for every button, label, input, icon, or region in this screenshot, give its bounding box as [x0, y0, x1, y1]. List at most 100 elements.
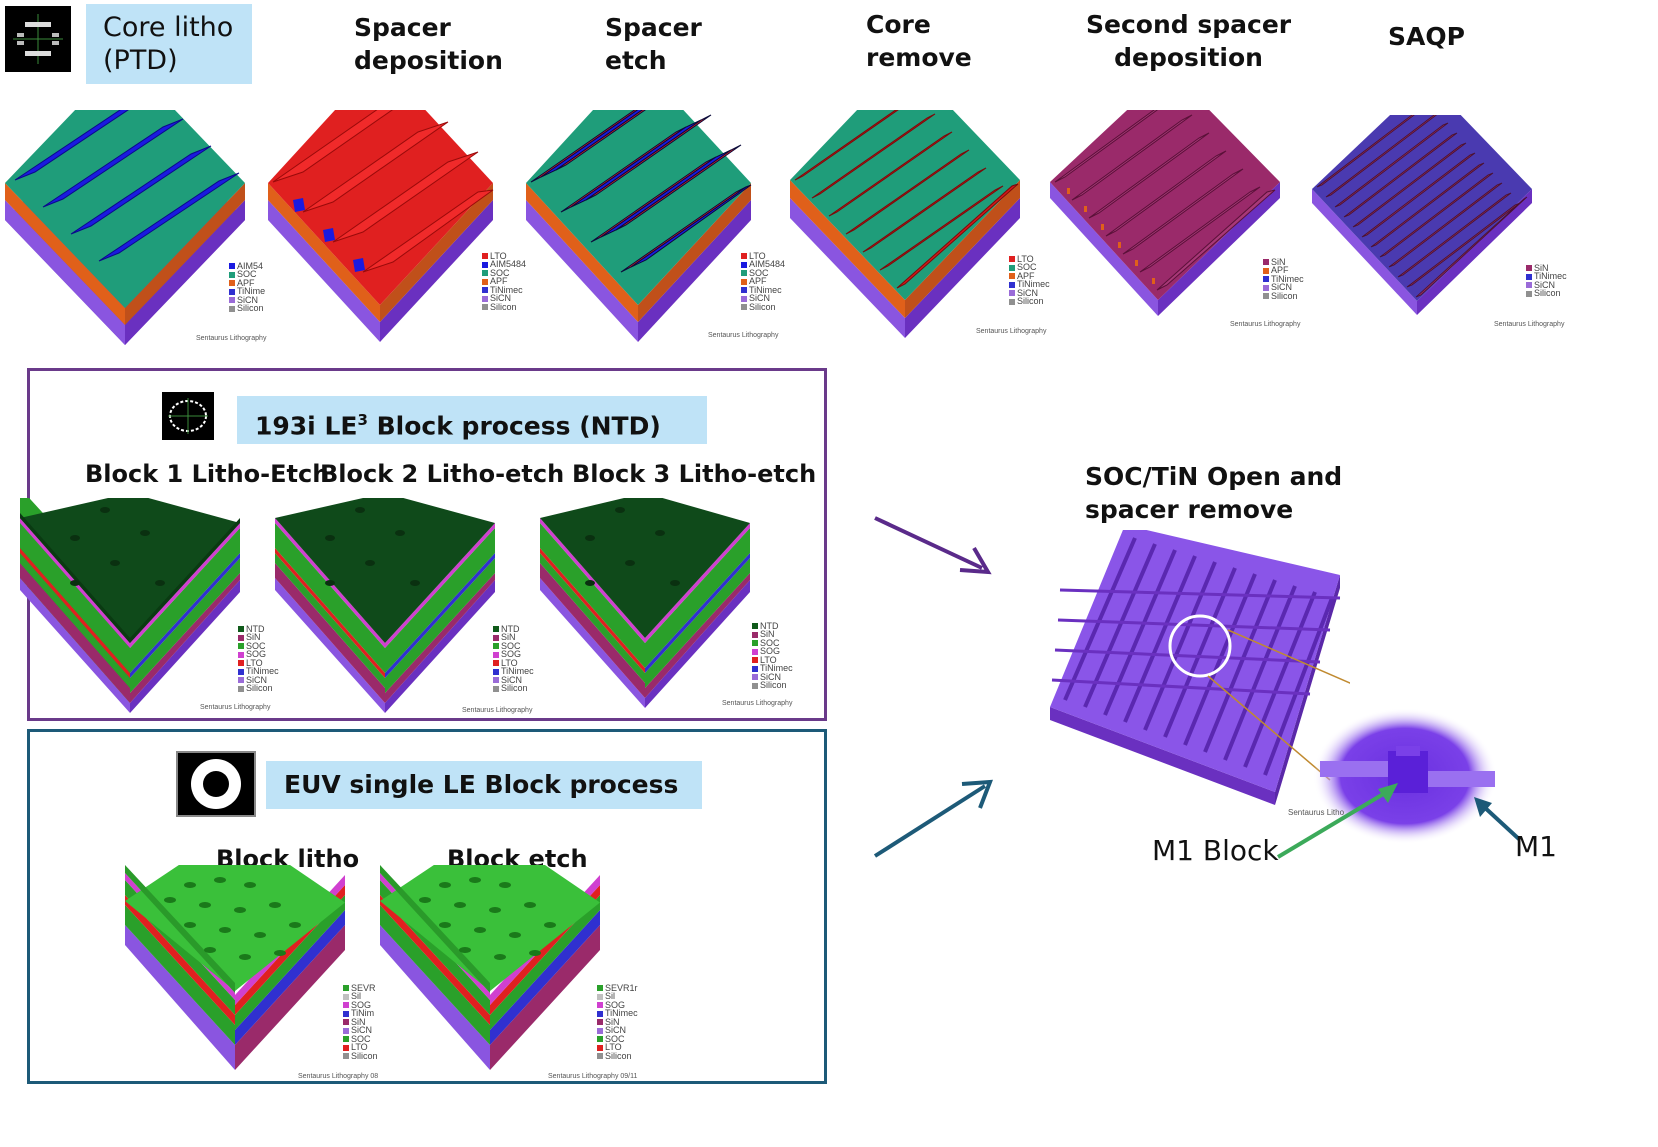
- legend-label: TiNimec: [1271, 273, 1304, 284]
- legend-label: SiN: [605, 1016, 620, 1027]
- legend-second-spacer: SiN APF TiNimec SiCN Silicon: [1263, 256, 1304, 301]
- legend-label: SiCN: [605, 1025, 627, 1036]
- legend-label: SiCN: [760, 671, 782, 682]
- legend-label: Silicon: [1534, 288, 1561, 299]
- swatch: [238, 685, 244, 692]
- legend-label: SOG: [501, 649, 522, 660]
- legend-label: TiNimec: [760, 663, 793, 674]
- legend-spacer-deposition: LTO AIM5484 SOC APF TiNimec SiCN Silicon: [482, 250, 527, 312]
- legend-label: LTO: [490, 250, 507, 261]
- arrow-m1: [1474, 797, 1522, 842]
- ptd-mask-icon: [5, 6, 71, 72]
- swatch: [1263, 259, 1269, 266]
- watermark: Sentaurus Litho: [1288, 808, 1345, 817]
- watermark: Sentaurus Lithography: [1230, 321, 1301, 328]
- legend-label: Silicon: [246, 683, 273, 694]
- step-title-core-litho: Core litho (PTD): [103, 12, 234, 76]
- swatch: [482, 253, 488, 260]
- legend-le3-block2: NTD SiN SOC SOG LTO TiNimec SiCN Silicon: [493, 623, 534, 694]
- swatch: [597, 985, 603, 992]
- swatch: [597, 1053, 603, 1060]
- step-title-core-litho-box: [86, 4, 252, 84]
- legend-label: SiCN: [246, 674, 268, 685]
- legend-label: SiCN: [749, 293, 771, 304]
- euv-mask-image: [191, 759, 241, 809]
- legend-label: SiN: [1271, 256, 1286, 267]
- le3-header-tail: Block process (NTD): [367, 411, 661, 441]
- arrow-m1-block: [1276, 783, 1398, 859]
- legend-label: SOC: [501, 640, 521, 651]
- swatch: [482, 295, 488, 302]
- legend-label: APF: [237, 277, 255, 288]
- swatch: [343, 1019, 349, 1026]
- swatch: [1263, 284, 1269, 291]
- swatch: [1009, 256, 1015, 263]
- swatch: [493, 685, 499, 692]
- euv-etch-image: [380, 865, 600, 1070]
- legend-label: SiCN: [237, 294, 259, 305]
- legend-label: AIM5484: [490, 259, 527, 270]
- step-title-second-spacer: Second spacer deposition: [1086, 10, 1292, 72]
- legend-label: NTD: [246, 623, 265, 634]
- swatch: [597, 1019, 603, 1026]
- le3-step-2-label: Block 2 Litho-etch: [320, 460, 565, 488]
- legend-label: SiCN: [501, 674, 523, 685]
- legend-label: TiNimec: [605, 1008, 638, 1019]
- swatch: [238, 677, 244, 684]
- label-m1: M1: [1515, 830, 1557, 863]
- swatch: [752, 631, 758, 638]
- swatch: [1526, 290, 1532, 297]
- legend-label: APF: [1017, 270, 1035, 281]
- legend-label: SOC: [760, 637, 780, 648]
- watermark: Sentaurus Lithography: [722, 700, 793, 707]
- swatch: [1009, 298, 1015, 305]
- swatch: [493, 643, 499, 650]
- swatch: [238, 643, 244, 650]
- le3-step-3-label: Block 3 Litho-etch: [572, 460, 817, 488]
- swatch: [752, 665, 758, 672]
- step-title-core-remove: Core remove: [866, 10, 972, 72]
- legend-spacer-etch: LTO AIM5484 SOC APF TiNimec SiCN Silicon: [741, 250, 785, 312]
- step-image-spacer-etch: [526, 110, 752, 342]
- le3-panel-header: 193i LE3 Block process (NTD): [237, 396, 707, 444]
- legend-label: SOC: [490, 267, 510, 278]
- swatch: [343, 1010, 349, 1017]
- ntd-mask-icon: [162, 392, 214, 440]
- swatch: [343, 1036, 349, 1043]
- legend-label: SiN: [501, 632, 516, 643]
- swatch: [229, 263, 235, 270]
- legend-label: Silicon: [1017, 296, 1044, 307]
- swatch: [229, 297, 235, 304]
- watermark: Sentaurus Lithography: [1494, 321, 1565, 328]
- legend-label: SOG: [605, 999, 626, 1010]
- legend-label: SOC: [237, 269, 257, 280]
- swatch: [752, 648, 758, 655]
- step-title-spacer-etch: Spacer etch: [605, 13, 702, 75]
- step-title-saqp: SAQP: [1388, 22, 1465, 51]
- swatch: [493, 634, 499, 641]
- legend-label: TiNim: [351, 1008, 375, 1019]
- swatch: [1526, 282, 1532, 289]
- legend-label: LTO: [605, 1042, 622, 1053]
- swatch: [482, 304, 488, 311]
- arrow-euv-to-result: [873, 779, 993, 858]
- swatch: [1526, 273, 1532, 280]
- swatch: [752, 674, 758, 681]
- legend-label: SiN: [1534, 262, 1549, 273]
- swatch: [741, 270, 747, 277]
- legend-label: Silicon: [760, 680, 787, 691]
- swatch: [597, 1010, 603, 1017]
- legend-label: SiN: [351, 1016, 366, 1027]
- swatch: [343, 1027, 349, 1034]
- legend-label: LTO: [749, 250, 766, 261]
- swatch: [343, 1053, 349, 1060]
- legend-label: NTD: [501, 623, 520, 634]
- legend-label: AIM54: [237, 260, 264, 271]
- swatch: [752, 682, 758, 689]
- le3-header-main: 193i LE: [255, 411, 358, 441]
- legend-label: SiCN: [1017, 287, 1039, 298]
- swatch: [493, 668, 499, 675]
- legend-label: SOG: [760, 646, 781, 657]
- legend-label: Silicon: [501, 683, 528, 694]
- step-image-spacer-deposition: [268, 110, 494, 342]
